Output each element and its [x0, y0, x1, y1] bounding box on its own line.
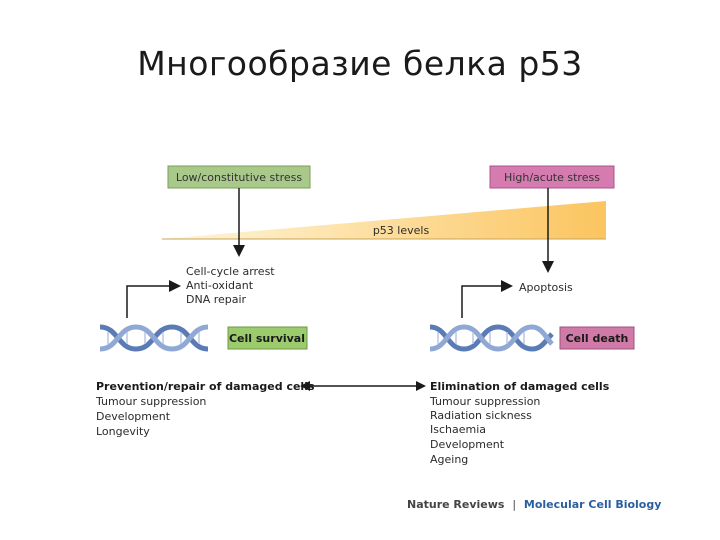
response-item: Cell-cycle arrest: [186, 265, 275, 278]
cell-survival-label: Cell survival: [229, 332, 305, 345]
outcome-item: Radiation sickness: [430, 409, 532, 422]
low-stress-label: Low/constitutive stress: [176, 171, 302, 184]
outcome-item: Development: [96, 410, 171, 423]
response-item: DNA repair: [186, 293, 247, 306]
slide-title: Многообразие белка р53: [137, 44, 583, 83]
cell-survival-box: Cell survival: [227, 326, 308, 350]
response-item: Anti-oxidant: [186, 279, 254, 292]
high-stress-box: High/acute stress: [489, 165, 615, 189]
right-outcome-heading: Elimination of damaged cells: [430, 380, 610, 393]
outcome-item: Ischaemia: [430, 423, 486, 436]
cell-death-box: Cell death: [559, 326, 635, 350]
double-arrow-icon: [300, 381, 426, 391]
right-elbow-arrow: [461, 280, 513, 318]
dna-helix-icon: [429, 324, 554, 352]
apoptosis-label: Apoptosis: [519, 281, 573, 294]
cell-death-label: Cell death: [566, 332, 629, 345]
outcome-item: Tumour suppression: [95, 395, 206, 408]
outcome-item: Development: [430, 438, 505, 451]
left-elbow-arrow: [126, 280, 181, 318]
p53-levels-wedge: p53 levels: [162, 201, 606, 240]
credit-journal: Nature Reviews: [407, 498, 505, 511]
low-stress-box: Low/constitutive stress: [167, 165, 311, 189]
left-outcome-heading: Prevention/repair of damaged cells: [96, 380, 315, 393]
p53-levels-label: p53 levels: [373, 224, 430, 237]
right-outcome-list: Elimination of damaged cells Tumour supp…: [429, 380, 610, 466]
credit-separator: |: [512, 498, 516, 511]
journal-credit: Nature Reviews | Molecular Cell Biology: [407, 498, 661, 511]
high-stress-label: High/acute stress: [504, 171, 600, 184]
outcome-item: Longevity: [96, 425, 150, 438]
dna-helix-icon: [99, 324, 209, 352]
svg-text:Nature Reviews | M: Nature Reviews | Molecular Cell Biology: [407, 498, 661, 511]
credit-subject: Molecular Cell Biology: [524, 498, 662, 511]
outcome-item: Ageing: [430, 453, 468, 466]
outcome-item: Tumour suppression: [429, 395, 540, 408]
left-outcome-list: Prevention/repair of damaged cells Tumou…: [95, 380, 315, 438]
left-response-list: Cell-cycle arrest Anti-oxidant DNA repai…: [186, 265, 275, 306]
